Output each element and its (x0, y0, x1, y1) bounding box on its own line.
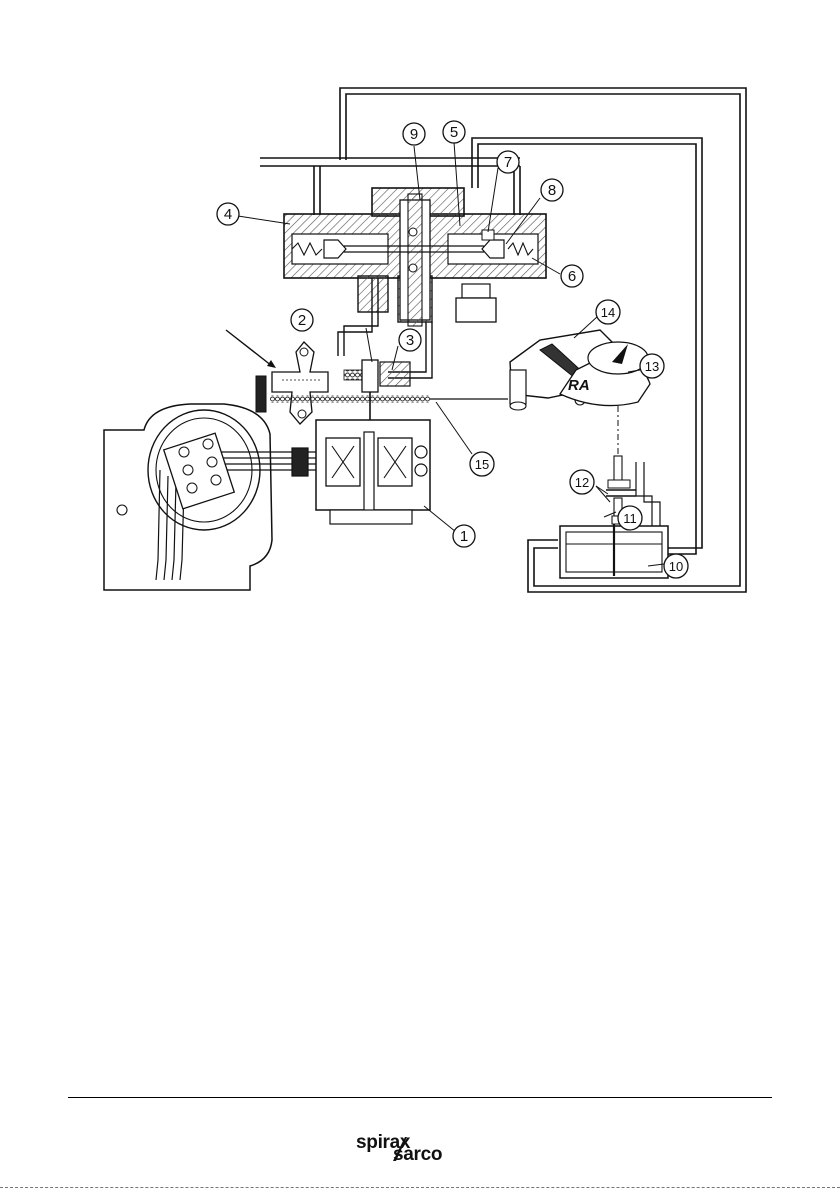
callout-12: 12 (570, 470, 594, 494)
page-bottom-edge (0, 1187, 840, 1188)
range-spring (270, 395, 508, 403)
callout-label-1: 1 (460, 528, 468, 545)
callout-5: 5 (443, 121, 465, 143)
callout-8: 8 (541, 179, 563, 201)
zero-adjust-bracket (226, 330, 328, 424)
callout-13: 13 (640, 354, 664, 378)
callout-label-13: 13 (645, 359, 659, 374)
callout-14: 14 (596, 300, 620, 324)
callout-4: 4 (217, 203, 239, 225)
callout-label-6: 6 (568, 268, 576, 285)
callout-10: 10 (664, 554, 688, 578)
actuator-diaphragm (560, 524, 668, 578)
callout-label-4: 4 (224, 206, 232, 223)
torque-motor (316, 420, 430, 524)
callout-6: 6 (561, 265, 583, 287)
callout-label-5: 5 (450, 124, 458, 141)
pilot-valve-body (284, 188, 546, 326)
callout-label-10: 10 (669, 559, 683, 574)
footer-rule (68, 1097, 772, 1098)
callout-7: 7 (497, 151, 519, 173)
callout-label-14: 14 (601, 305, 615, 320)
feedback-lever (510, 330, 650, 410)
callout-label-3: 3 (406, 332, 414, 349)
ra-mode-label: RA (568, 377, 590, 394)
callout-label-15: 15 (475, 457, 489, 472)
brand-line-2: sarco (393, 1144, 442, 1166)
callout-1: 1 (453, 525, 475, 547)
positioner-schematic: 1 2 3 4 5 6 7 8 9 10 11 12 (0, 0, 840, 620)
callout-label-9: 9 (410, 126, 418, 143)
callout-label-7: 7 (504, 154, 512, 171)
callout-9: 9 (403, 123, 425, 145)
callout-3: 3 (399, 329, 421, 351)
callout-2: 2 (291, 309, 313, 331)
callout-label-11: 11 (623, 511, 637, 526)
terminal-housing (104, 404, 272, 590)
spirax-sarco-logo: spirax sarco (356, 1132, 496, 1172)
callout-11: 11 (618, 506, 642, 530)
callout-label-2: 2 (298, 312, 306, 329)
callout-label-8: 8 (548, 182, 556, 199)
callout-label-12: 12 (575, 475, 589, 490)
callout-15: 15 (470, 452, 494, 476)
